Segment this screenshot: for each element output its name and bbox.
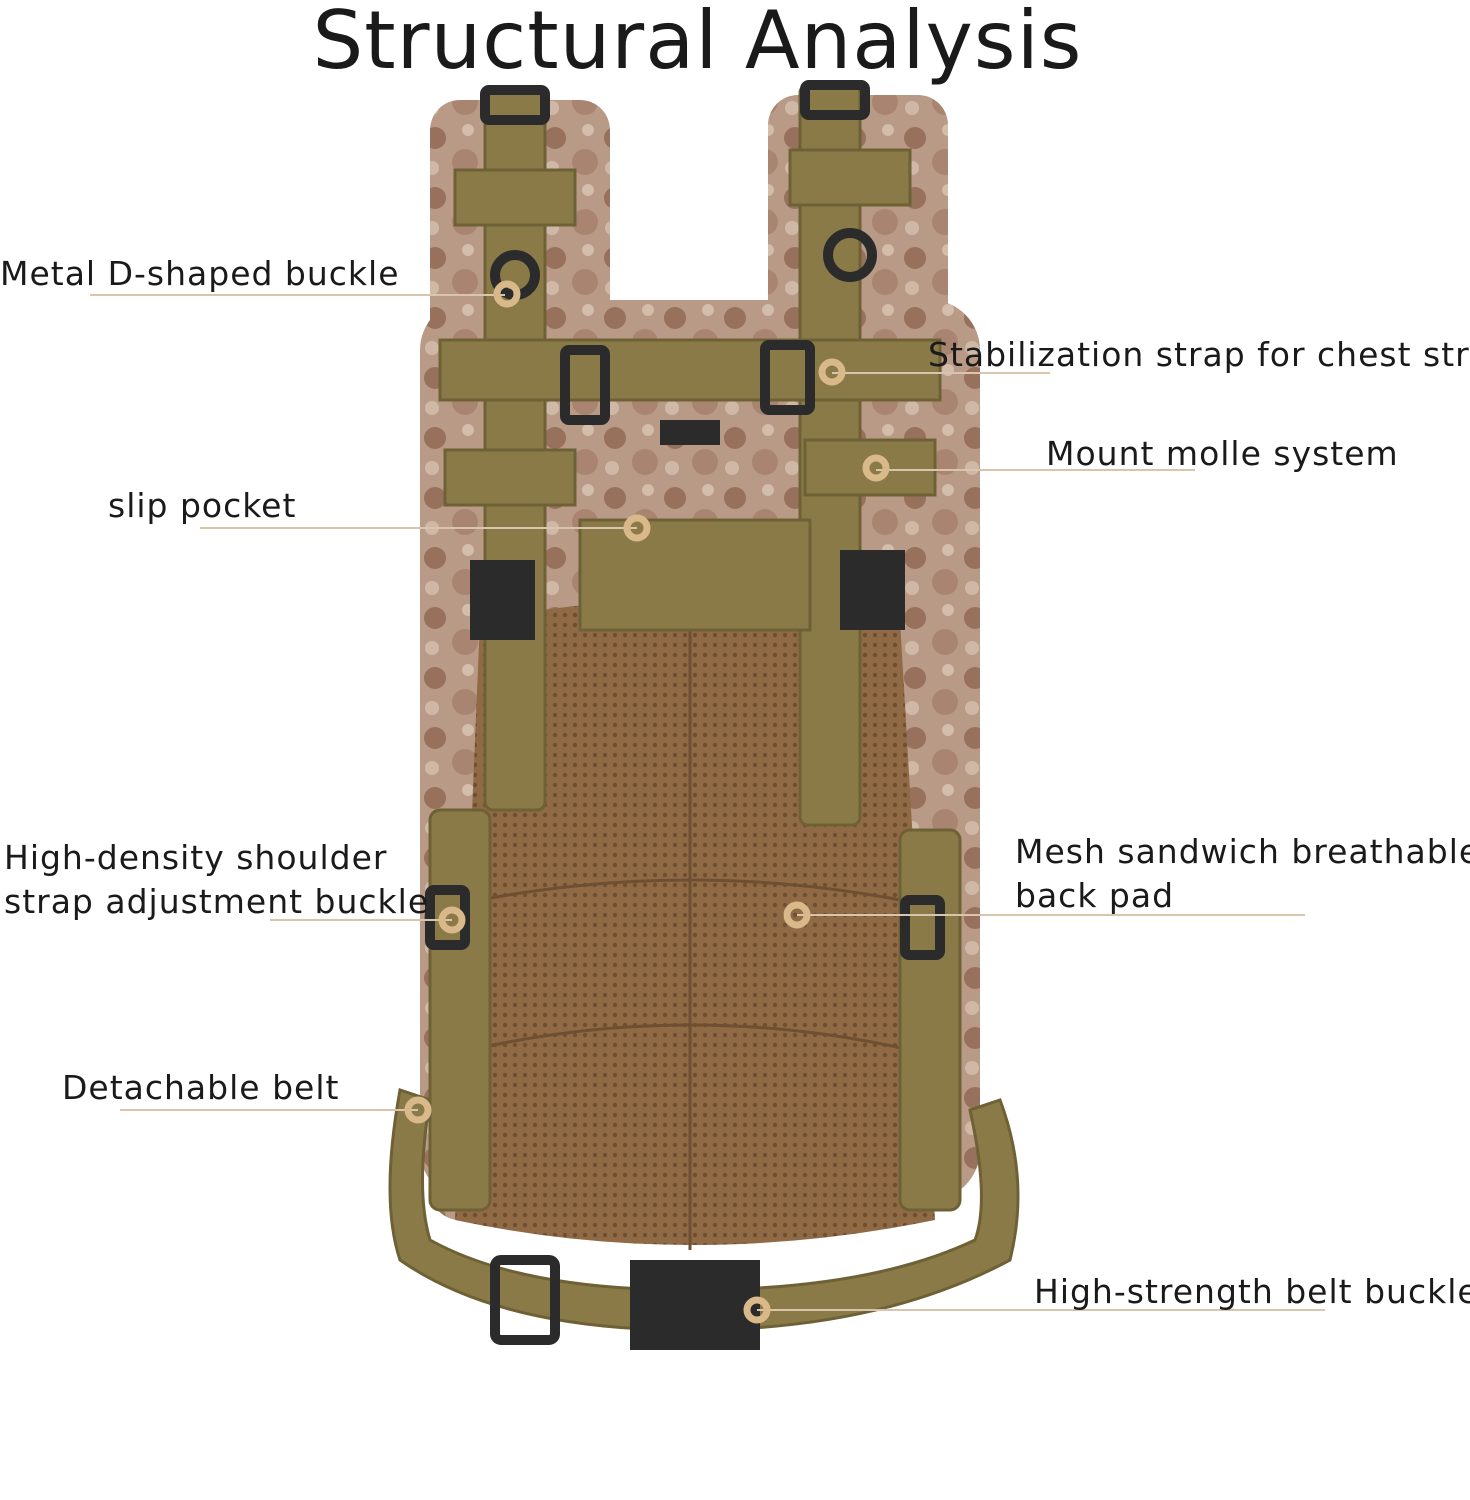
buckles: [425, 80, 945, 1345]
page-title: Structural Analysis: [312, 0, 1083, 87]
marker-belt-buckle: [743, 1296, 771, 1324]
label-shoulder-buckle: High-density shoulder strap adjustment b…: [4, 836, 429, 923]
label-molle-system: Mount molle system: [1046, 434, 1399, 473]
marker-mesh-pad: [783, 901, 811, 929]
label-mesh-back-pad-line2: back pad: [1015, 875, 1175, 915]
marker-d-buckle: [493, 280, 521, 308]
marker-stabilization: [818, 358, 846, 386]
hip-belt: [388, 1088, 1020, 1332]
label-shoulder-buckle-line1: High-density shoulder: [4, 838, 388, 877]
label-d-buckle: Metal D-shaped buckle: [0, 254, 400, 293]
label-stabilization-strap: Stabilization strap for chest strap: [928, 335, 1470, 374]
label-belt-buckle: High-strength belt buckle: [1034, 1272, 1470, 1311]
label-shoulder-buckle-line2: strap adjustment buckle: [4, 881, 430, 921]
callout-markers: [404, 280, 890, 1324]
label-detachable-belt: Detachable belt: [62, 1068, 340, 1107]
marker-shoulder-buckle: [438, 906, 466, 934]
marker-detachable-belt: [404, 1096, 432, 1124]
marker-slip-pocket: [623, 514, 651, 542]
side-release-buckles: [470, 420, 905, 1350]
label-slip-pocket: slip pocket: [108, 486, 297, 525]
marker-molle: [862, 454, 890, 482]
label-mesh-back-pad: Mesh sandwich breathable back pad: [1015, 830, 1470, 917]
label-mesh-back-pad-line1: Mesh sandwich breathable: [1015, 832, 1470, 871]
leader-lines: [90, 294, 1325, 1311]
